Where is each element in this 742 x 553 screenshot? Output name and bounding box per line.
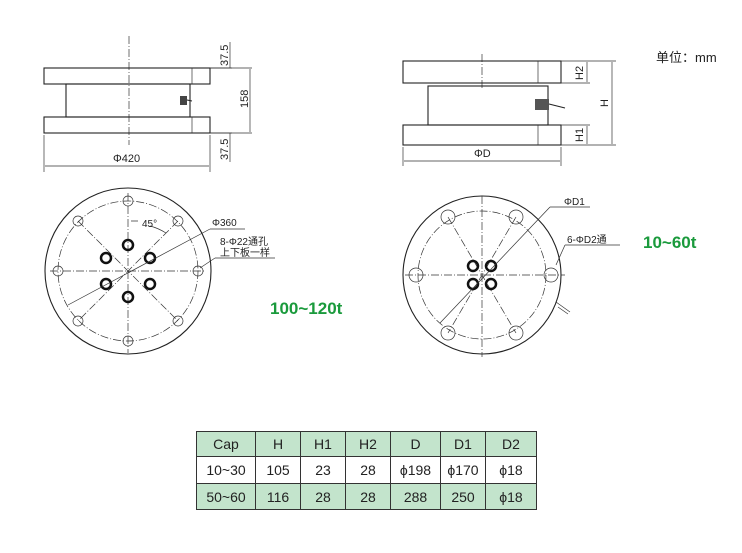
table-cell: 116 [255, 483, 301, 510]
mounting-holes [52, 195, 204, 347]
table-cell: 28 [300, 483, 346, 510]
table-cell: 23 [300, 456, 346, 484]
header-h2: H2 [345, 431, 391, 457]
header-d2: D2 [485, 431, 537, 457]
table-cell: ϕ170 [440, 456, 486, 484]
header-cap: Cap [196, 431, 256, 457]
dim-diameter: Φ420 [113, 153, 140, 165]
threaded-holes [466, 259, 498, 291]
angle-label: 45° [142, 219, 157, 230]
spec-table: Cap H H1 H2 D D1 D2 10~30 105 23 28 ϕ198… [196, 431, 537, 510]
table-cell: ϕ18 [485, 456, 537, 484]
bolt-circle-label: ΦD1 [564, 197, 585, 208]
right-top-view: ΦD1 6-ΦD2通 10~60t [402, 195, 697, 357]
header-h: H [255, 431, 301, 457]
holes-label: 6-ΦD2通 [567, 234, 607, 246]
dim-h2: H2 [574, 66, 586, 80]
holes-note: 上下板一样 [220, 246, 270, 259]
left-top-view: 45° Φ360 8-Φ22通孔 上下板一样 100~120t [44, 187, 343, 355]
table-cell: 28 [345, 483, 391, 510]
dim-diameter: ΦD [474, 148, 491, 160]
header-d1: D1 [440, 431, 486, 457]
dim-h: H [599, 99, 611, 107]
right-side-view: H2 H H1 ΦD 单位：mm [402, 50, 717, 166]
table-cell: 28 [345, 456, 391, 484]
table-row: 10~30 105 23 28 ϕ198 ϕ170 ϕ18 [196, 456, 537, 484]
header-d: D [390, 431, 441, 457]
table-cell: 10~30 [196, 456, 256, 484]
connector-icon [535, 99, 566, 110]
unit-label: 单位：mm [656, 50, 717, 65]
dim-h1: H1 [574, 128, 586, 142]
model-label-10-60t: 10~60t [643, 233, 697, 252]
table-cell: 288 [390, 483, 441, 510]
model-label-100-120t: 100~120t [270, 299, 343, 318]
left-side-view: 37.5 158 37.5 Φ420 [43, 36, 252, 172]
connector-icon [555, 301, 571, 315]
bolt-circle-label: Φ360 [212, 218, 237, 229]
dim-top-thickness: 37.5 [219, 45, 231, 66]
table-row: 50~60 116 28 28 288 250 ϕ18 [196, 483, 537, 510]
header-h1: H1 [300, 431, 346, 457]
table-cell: ϕ18 [485, 483, 537, 510]
table-cell: 105 [255, 456, 301, 484]
table-cell: 250 [440, 483, 486, 510]
connector-icon [180, 96, 193, 105]
threaded-holes [99, 238, 157, 304]
dim-bottom-thickness: 37.5 [219, 139, 231, 160]
table-header-row: Cap H H1 H2 D D1 D2 [196, 431, 537, 457]
table-cell: ϕ198 [390, 456, 441, 484]
dim-height: 158 [239, 90, 251, 108]
mounting-holes [408, 209, 559, 341]
table-cell: 50~60 [196, 483, 256, 510]
holes-label: 8-Φ22通孔 [220, 236, 268, 248]
